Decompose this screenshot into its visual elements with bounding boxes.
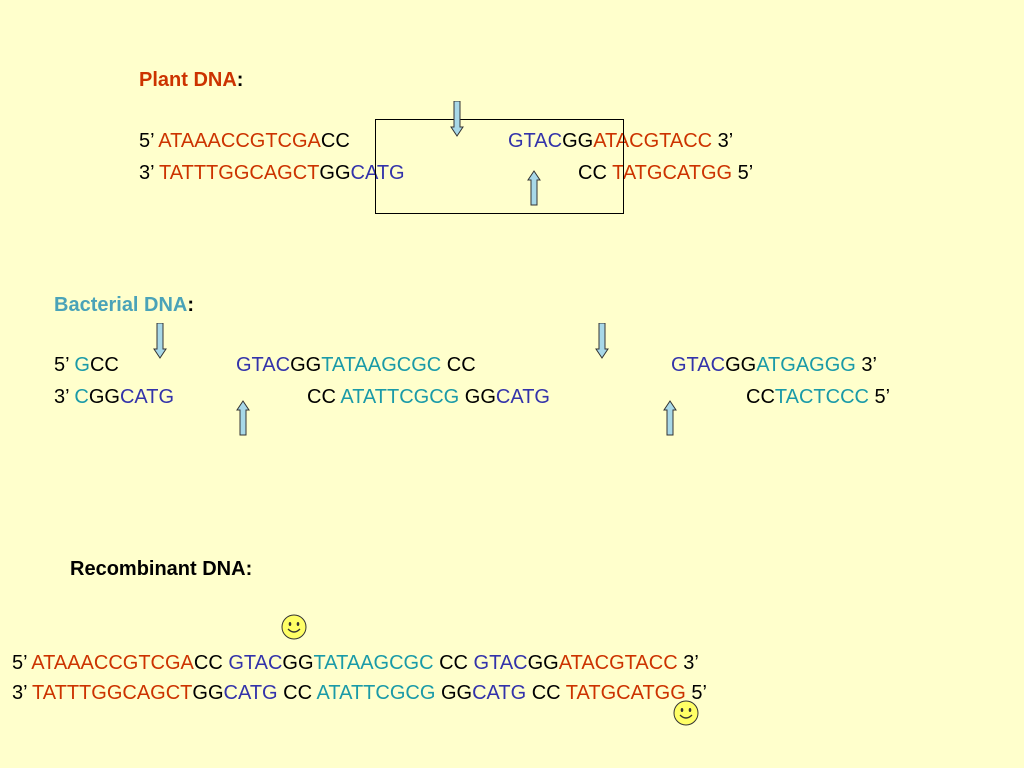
plant-strand-bottom-right: CC TATGCATGG 5’ [578, 162, 754, 184]
bacterial-strand-bottom-a: 3’ CGGCATG [54, 386, 175, 408]
bacterial-strand-top-a: 5’ GCC [54, 354, 119, 376]
bacterial-strand-top-b: GTACGGTATAAGCGC CC [236, 354, 476, 376]
plant-strand-top-right: GTACGGATACGTACC 3’ [508, 130, 734, 152]
bacterial-strand-bottom-b: CC ATATTCGCG GGCATG [307, 386, 550, 408]
smiley-face-icon [673, 700, 699, 726]
up-arrow-icon [663, 400, 677, 436]
plant-strand-top: 5’ ATAAACCGTCGACC [139, 130, 350, 152]
plant-strand-bottom: 3’ TATTTGGCAGCTGGCATG [139, 162, 405, 184]
restriction-site-box [375, 119, 624, 214]
bacterial-strand-top-c: GTACGGATGAGGG 3’ [671, 354, 877, 376]
recombinant-strand-bottom: 3’ TATTTGGCAGCTGGCATG CC ATATTCGCG GGCAT… [12, 682, 707, 704]
down-arrow-icon [450, 101, 464, 137]
recombinant-strand-top: 5’ ATAAACCGTCGACC GTACGGTATAAGCGC CC GTA… [12, 652, 699, 674]
up-arrow-icon [527, 170, 541, 206]
bacterial-strand-bottom-c: CCTACTCCC 5’ [746, 386, 891, 408]
down-arrow-icon [153, 323, 167, 359]
recombinant-dna-title: Recombinant DNA: [70, 558, 253, 580]
smiley-face-icon [281, 614, 307, 640]
plant-dna-title: Plant DNA: [139, 69, 244, 91]
down-arrow-icon [595, 323, 609, 359]
bacterial-dna-title: Bacterial DNA: [54, 294, 195, 316]
up-arrow-icon [236, 400, 250, 436]
